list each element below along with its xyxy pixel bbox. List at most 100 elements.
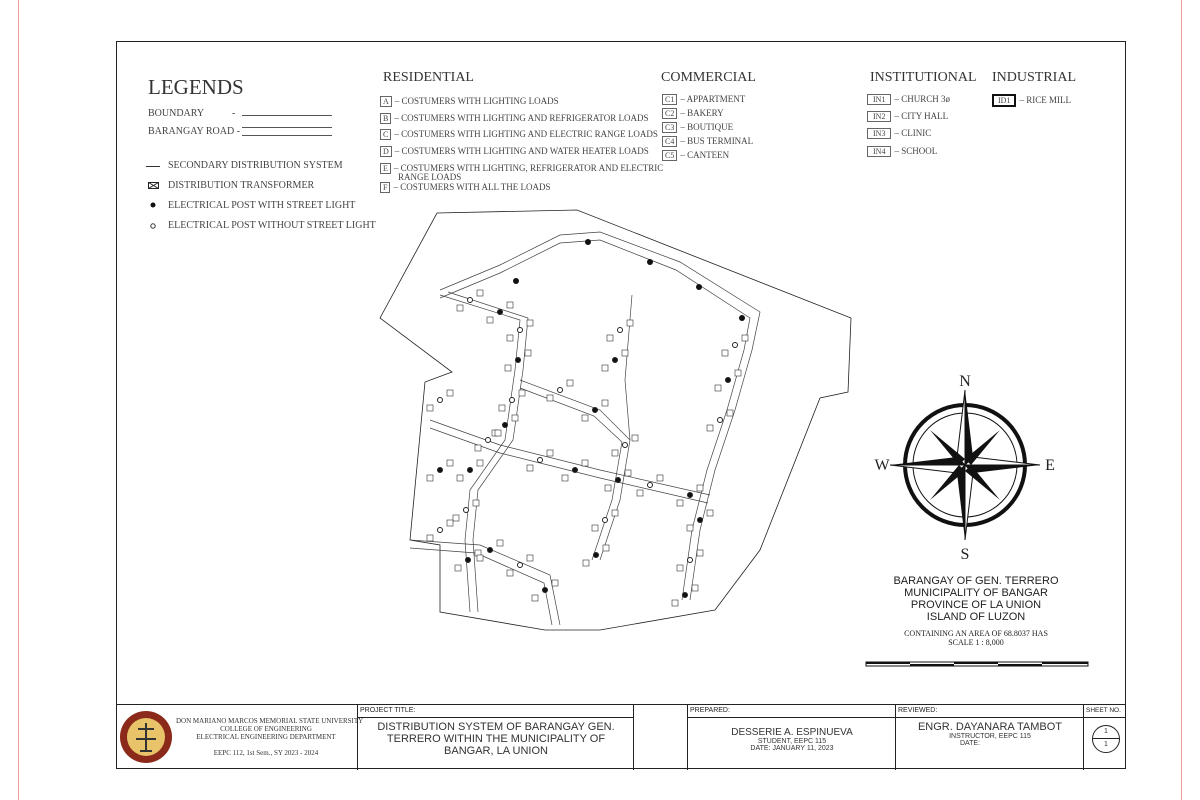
university-logo (120, 711, 172, 763)
secondary-line-icon (146, 166, 160, 167)
compass-rose (889, 389, 1041, 541)
post-without-light (509, 397, 515, 403)
customer-box (606, 334, 614, 342)
post-with-light (467, 467, 473, 473)
sheet-edge (18, 0, 1182, 800)
customer-box (582, 559, 590, 567)
sheet-caption: SHEET NO. (1086, 707, 1121, 714)
prepared-caption: PREPARED: (690, 707, 730, 714)
customer-box (601, 364, 609, 372)
customer-box (476, 554, 484, 562)
university-name: DON MARIANO MARCOS MEMORIAL STATE UNIVER… (176, 717, 364, 725)
post-without-light (717, 417, 723, 423)
post-with-light-icon (150, 202, 156, 208)
post-with-light (696, 284, 702, 290)
customer-box (526, 464, 534, 472)
department-name: ELECTRICAL ENGINEERING DEPARTMENT (196, 733, 336, 741)
compass-n: N (959, 373, 971, 390)
road-line-bottom (242, 135, 332, 136)
post-without-light (463, 507, 469, 513)
project-title: TERRERO WITHIN THE MUNICIPALITY OF (386, 733, 606, 745)
customer-box (696, 549, 704, 557)
customer-box (734, 369, 742, 377)
barangay-road-label: BARANGAY ROAD - (148, 126, 241, 137)
commercial-title: COMMERCIAL (661, 70, 756, 85)
customer-box (676, 564, 684, 572)
post-with-light (572, 467, 578, 473)
customer-box (446, 519, 454, 527)
customer-box (631, 434, 639, 442)
customer-box (691, 584, 699, 592)
customer-box (472, 499, 480, 507)
post-with-light (687, 492, 693, 498)
customer-box (426, 534, 434, 542)
post-with-light (437, 467, 443, 473)
customer-box (476, 459, 484, 467)
post-without-light (467, 297, 473, 303)
sheet-cell: SHEET NO. 1 1 (1084, 705, 1126, 770)
compass-s: S (961, 546, 970, 563)
post-with-light (593, 552, 599, 558)
customer-box (504, 364, 512, 372)
customer-box (591, 524, 599, 532)
post-without-light (537, 457, 543, 463)
area-text: CONTAINING AN AREA OF 68.8037 HAS (904, 629, 1048, 638)
post-with-light (465, 557, 471, 563)
customer-box (611, 449, 619, 457)
customer-box (566, 379, 574, 387)
title-block: DON MARIANO MARCOS MEMORIAL STATE UNIVER… (116, 704, 1126, 770)
customer-box (546, 394, 554, 402)
boundary-line (242, 115, 332, 116)
post-with-light (647, 259, 653, 265)
barangay-boundary (379, 209, 852, 631)
customer-box (624, 469, 632, 477)
customer-box (676, 499, 684, 507)
post-without-light (622, 442, 628, 448)
customer-box (546, 449, 554, 457)
customer-box (426, 404, 434, 412)
sheet-number-circle: 1 1 (1092, 725, 1120, 753)
customer-box (741, 334, 749, 342)
prepared-date: DATE: JANUARY 11, 2023 (750, 745, 834, 752)
post-without-light (557, 387, 563, 393)
customer-box (686, 524, 694, 532)
location-block: BARANGAY OF GEN. TERRERO MUNICIPALITY OF… (866, 575, 1086, 647)
customer-box (696, 484, 704, 492)
post-with-light (612, 357, 618, 363)
post-nolight-label: ELECTRICAL POST WITHOUT STREET LIGHT (168, 220, 376, 231)
scale-text: SCALE 1 : 8,000 (948, 638, 1004, 647)
customer-box (506, 569, 514, 577)
customer-box (452, 514, 460, 522)
post-light-label: ELECTRICAL POST WITH STREET LIGHT (168, 200, 356, 211)
location-line: MUNICIPALITY OF BANGAR (904, 587, 1048, 599)
sheet-number: 1 (1093, 726, 1119, 739)
post-with-light (682, 592, 688, 598)
customer-box (626, 319, 634, 327)
customer-box (526, 319, 534, 327)
blank-cell (634, 705, 688, 770)
project-title: DISTRIBUTION SYSTEM OF BARANGAY GEN. (377, 721, 615, 733)
boundary-label: BOUNDARY (148, 108, 205, 119)
drawing-frame (116, 41, 1126, 769)
secondary-label: SECONDARY DISTRIBUTION SYSTEM (168, 160, 343, 171)
post-with-light (542, 587, 548, 593)
customer-box (494, 429, 502, 437)
road-line-top (242, 127, 332, 128)
customer-box (474, 444, 482, 452)
prepared-role: STUDENT, EEPC 115 (757, 738, 827, 745)
course-info: EEPC 112, 1st Sem., SY 2023 - 2024 (213, 749, 319, 757)
customer-box (511, 414, 519, 422)
post-without-light (437, 527, 443, 533)
customer-box (551, 579, 559, 587)
college-name: COLLEGE OF ENGINEERING (220, 725, 312, 733)
project-cell: PROJECT TITLE: DISTRIBUTION SYSTEM OF BA… (358, 705, 634, 770)
customer-box (486, 316, 494, 324)
customer-box (506, 334, 514, 342)
post-without-light (602, 517, 608, 523)
post-without-light (517, 327, 523, 333)
post-with-light (497, 309, 503, 315)
customer-box (706, 424, 714, 432)
customer-box (518, 389, 526, 397)
reviewed-cell: REVIEWED: ENGR. DAYANARA TAMBOT INSTRUCT… (896, 705, 1084, 770)
post-with-light (585, 239, 591, 245)
